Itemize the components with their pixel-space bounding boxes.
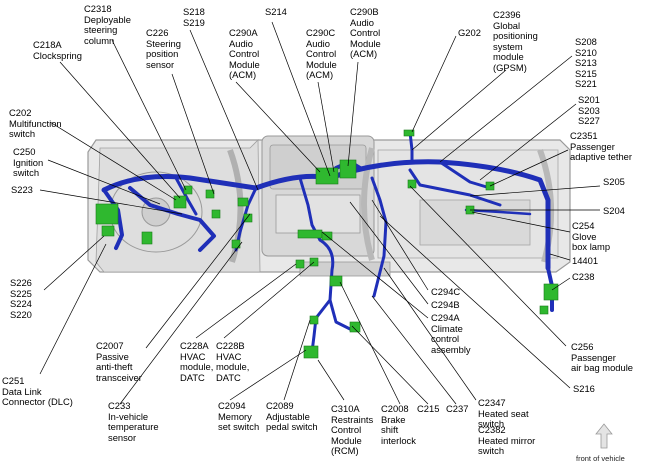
label-c2396: C2396 Global positioning system module (…: [493, 9, 538, 73]
label-c290a: C290A Audio Control Module (ACM): [229, 27, 260, 81]
label-s218: S218 S219: [183, 6, 205, 28]
label-c218a: C218A Clockspring: [33, 39, 82, 61]
label-c254: C254 Glove box lamp: [572, 220, 611, 253]
label-c251: C251 Data Link Connector (DLC): [2, 375, 73, 408]
label-c238: C238: [572, 271, 595, 282]
label-g202: G202: [458, 27, 481, 38]
label-c290c: C290C Audio Control Module (ACM): [306, 27, 337, 81]
label-c2007: C2007 Passive anti-theft transceiver: [96, 340, 142, 383]
label-c2089: C2089 Adjustable pedal switch: [266, 400, 318, 433]
leader-lines: [39, 21, 601, 405]
label-c2382: C2382 Heated mirror switch: [478, 424, 536, 457]
wiring-harness: [101, 130, 554, 354]
label-s226: S226 S225 S224 S220: [10, 277, 32, 320]
label-c2094: C2094 Memory set switch: [218, 400, 260, 433]
label-c226: C226 Steering position sensor: [146, 27, 181, 70]
label-c228a: C228A HVAC module, DATC: [180, 340, 214, 383]
label-s204: S204: [603, 205, 625, 216]
label-c2318: C2318 Deployable steering column: [84, 3, 131, 46]
label-c2351: C2351 Passenger adaptive tether: [570, 130, 633, 163]
label-c310a: C310A Restraints Control Module (RCM): [331, 403, 374, 457]
label-14401: 14401: [572, 255, 599, 266]
label-c2008: C2008 Brake shift interlock: [381, 403, 416, 446]
label-c233: C233 In-vehicle temperature sensor: [108, 400, 159, 443]
label-c250: C250 Ignition switch: [13, 146, 44, 179]
front-of-vehicle-caption: front of vehicle: [576, 454, 625, 463]
label-c294a: C294A Climate control assembly: [431, 312, 471, 355]
instrument-panel: [87, 135, 571, 277]
up-arrow-icon: [595, 423, 613, 449]
label-s205: S205: [603, 176, 625, 187]
label-c290b: C290B Audio Control Module (ACM): [350, 6, 381, 60]
label-c237: C237: [446, 403, 469, 414]
label-s201: S201 S203 S227: [578, 94, 600, 127]
label-s216: S216: [573, 383, 595, 394]
label-c202: C202 Multifunction switch: [9, 107, 62, 140]
label-s208: S208 S210 S213 S215 S221: [575, 36, 597, 90]
label-c2347: C2347 Heated seat switch: [478, 397, 529, 430]
label-s214: S214: [265, 6, 287, 17]
label-c294c: C294C: [431, 286, 461, 297]
label-c215: C215: [417, 403, 440, 414]
label-c294b: C294B: [431, 299, 460, 310]
label-c256: C256 Passenger air bag module: [571, 341, 634, 374]
label-s223: S223: [11, 184, 33, 195]
label-c228b: C228B HVAC module, DATC: [216, 340, 250, 383]
